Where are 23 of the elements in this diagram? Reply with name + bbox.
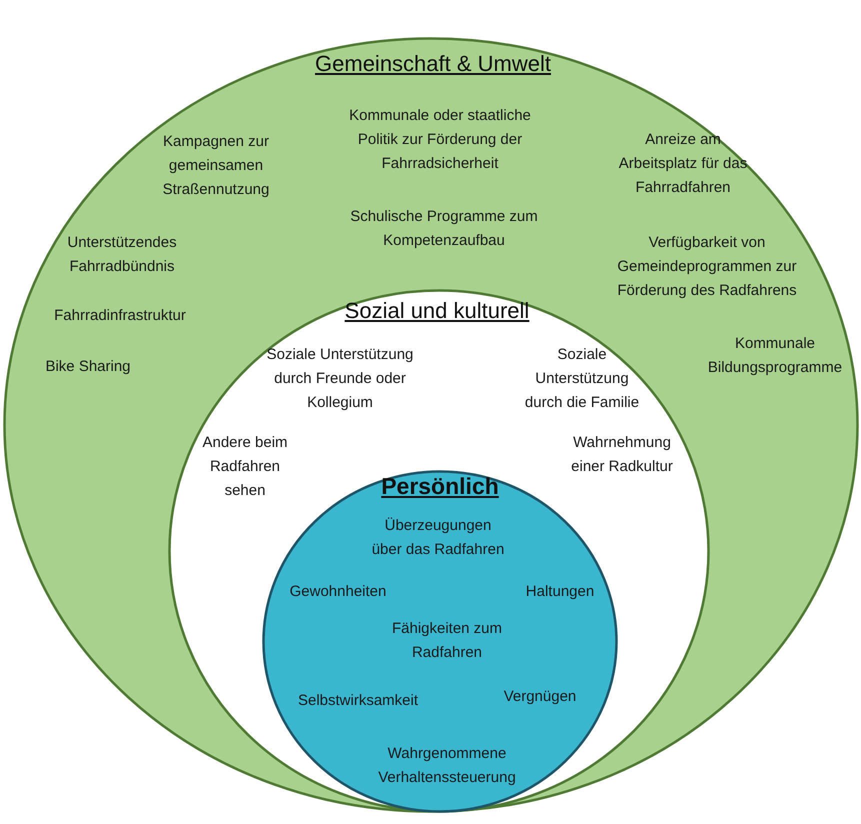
- factor-label: Anreize am Arbeitsplatz für das Fahrradfahren: [618, 130, 748, 198]
- factor-label: Haltungen: [524, 582, 596, 602]
- ring-heading: Persönlich: [380, 472, 500, 500]
- factor-label: Wahrnehmung einer Radkultur: [570, 433, 674, 477]
- factor-label: Selbstwirksamkeit: [296, 691, 420, 711]
- factor-label: Kampagnen zur gemeinsamen Straßennutzung: [162, 132, 270, 200]
- factor-label: Unterstützendes Fahrradbündnis: [66, 233, 178, 277]
- ring-heading: Sozial und kulturell: [344, 297, 530, 325]
- factor-label: Bike Sharing: [44, 357, 132, 377]
- factor-label: Vergnügen: [502, 687, 578, 707]
- factor-label: Kommunale oder staatliche Politik zur Förderung der Fahrradsicherheit: [348, 106, 532, 174]
- ring-heading: Gemeinschaft & Umwelt: [314, 50, 552, 78]
- factor-label: Soziale Unterstützung durch die Familie: [524, 345, 640, 413]
- factor-label: Kommunale Bildungsprogramme: [708, 334, 842, 378]
- factor-label: Verfügbarkeit von Gemeindeprogrammen zur Förderung des Radfahrens: [616, 233, 798, 301]
- factor-label: Wahrgenommene Verhaltenssteuerung: [377, 744, 517, 788]
- factor-label: Soziale Unterstützung durch Freunde oder Kollegium: [266, 345, 414, 413]
- factor-label: Fahrradinfrastruktur: [53, 306, 187, 326]
- factor-label: Überzeugungen über das Radfahren: [370, 516, 506, 560]
- factor-label: Gewohnheiten: [288, 582, 388, 602]
- factor-label: Fähigkeiten zum Radfahren: [390, 619, 504, 663]
- factor-label: Andere beim Radfahren sehen: [201, 433, 289, 501]
- factor-label: Schulische Programme zum Kompetenzaufbau: [349, 207, 539, 251]
